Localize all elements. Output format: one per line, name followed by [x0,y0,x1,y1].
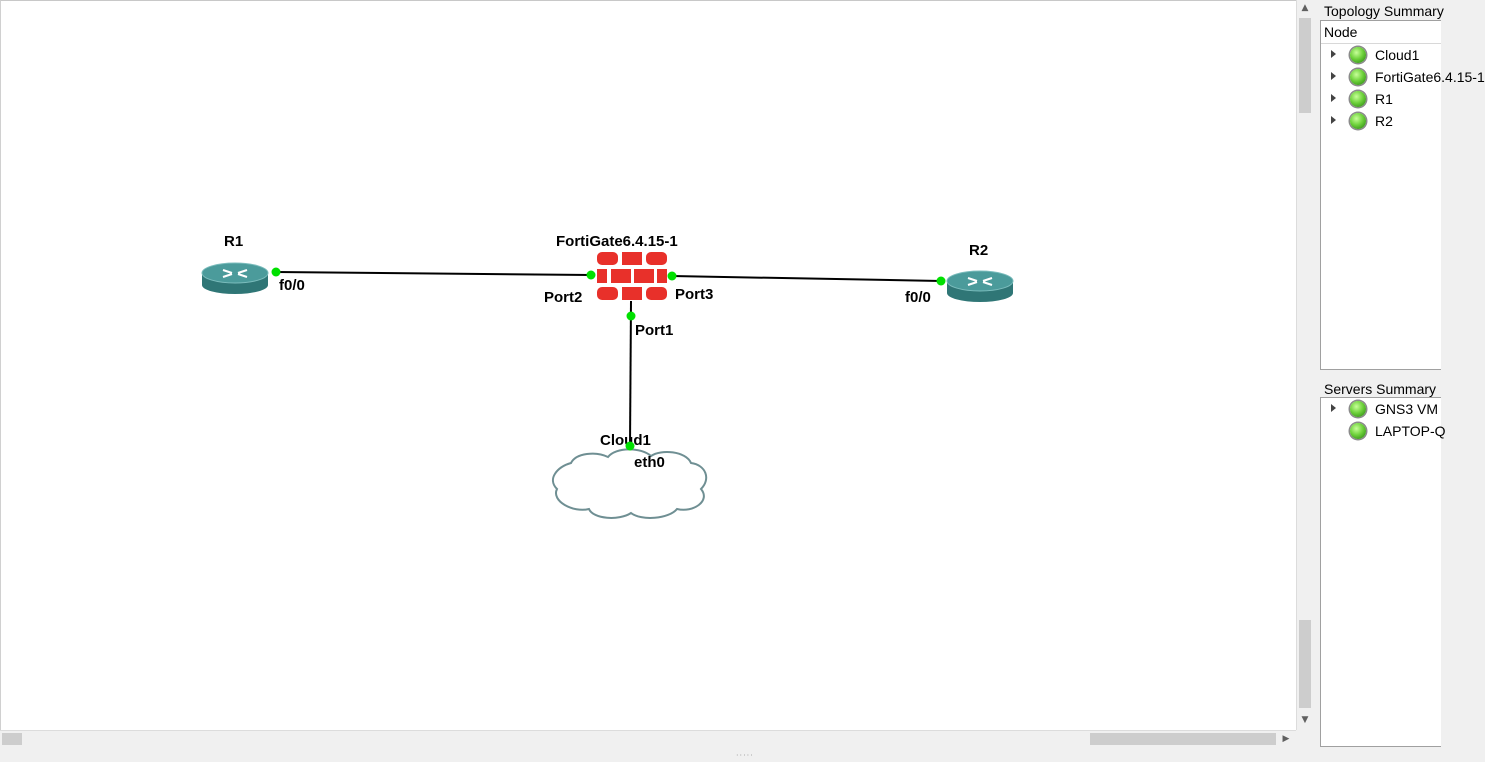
horizontal-scroll-thumb-left[interactable] [2,733,22,745]
vertical-scroll-thumb[interactable] [1299,18,1311,113]
canvas-horizontal-scrollbar[interactable]: ▶ [0,730,1296,747]
green-led-icon [1350,91,1366,107]
port-label-fg-port3: Port3 [675,286,713,303]
tree-item-fortigate[interactable]: FortiGate6.4.15-1 [1321,66,1485,88]
router-r1[interactable] [201,262,269,294]
horizontal-scroll-thumb[interactable] [1090,733,1276,745]
node-label-cloud1: Cloud1 [600,432,651,449]
port-label-r2-f00: f0/0 [905,289,931,306]
firewall-fortigate[interactable] [597,252,667,300]
link-fortigate-r2[interactable] [671,275,942,282]
servers-summary-title: Servers Summary [1324,381,1437,397]
green-led-icon [1350,401,1366,417]
tree-item-label: GNS3 VM [1375,401,1439,417]
tree-item-gns3-vm[interactable]: GNS3 VM [1321,398,1441,420]
link-r1-fortigate[interactable] [275,271,592,276]
tree-item-r1[interactable]: R1 [1321,88,1441,110]
topology-canvas[interactable]: R1 FortiGate6.4.15-1 [0,0,1296,730]
router-r2[interactable] [946,270,1014,302]
splitter-grip-icon: ····· [736,751,754,760]
port-status-dot [271,267,281,277]
link-fortigate-cloud1[interactable] [629,300,632,447]
tree-item-laptop[interactable]: LAPTOP-Q [1321,420,1446,442]
canvas-vertical-scrollbar[interactable]: ▲ ▼ [1296,0,1312,730]
vertical-scroll-thumb-lower[interactable] [1299,620,1311,708]
router-arrows-icon [967,277,993,286]
port-status-dot [936,276,946,286]
green-led-icon [1350,423,1366,439]
tree-item-label: R1 [1375,91,1393,107]
port-status-dot [626,311,636,321]
tree-item-label: Cloud1 [1375,47,1420,63]
node-label-r2: R2 [969,242,988,259]
green-led-icon [1350,113,1366,129]
tree-item-cloud1[interactable]: Cloud1 [1321,44,1441,66]
arrow-right-icon[interactable]: ▶ [1282,734,1290,744]
triangle-right-icon[interactable] [1331,116,1336,124]
port-label-cloud-eth0: eth0 [634,454,665,471]
servers-summary-panel[interactable]: GNS3 VM LAPTOP-Q [1320,397,1446,747]
tree-item-label: FortiGate6.4.15-1 [1375,69,1485,85]
triangle-right-icon[interactable] [1331,94,1336,102]
triangle-right-icon[interactable] [1331,404,1336,412]
tree-item-r2[interactable]: R2 [1321,110,1441,132]
port-label-fg-port2: Port2 [544,289,582,306]
bottom-splitter[interactable]: ····· [0,747,1441,762]
triangle-right-icon[interactable] [1331,72,1336,80]
arrow-down-icon[interactable]: ▼ [1301,715,1309,725]
port-label-r1-f00: f0/0 [279,277,305,294]
tree-item-label: LAPTOP-Q [1375,423,1446,439]
port-label-fg-port1: Port1 [635,322,673,339]
tree-item-label: R2 [1375,113,1393,129]
green-led-icon [1350,69,1366,85]
port-status-dot [667,271,677,281]
triangle-right-icon[interactable] [1331,50,1336,58]
node-label-fortigate: FortiGate6.4.15-1 [556,233,678,250]
router-arrows-icon [222,269,248,278]
arrow-up-icon[interactable]: ▲ [1301,3,1309,13]
topology-summary-title: Topology Summary [1324,3,1444,19]
cloud-cloud1[interactable] [552,448,708,519]
green-led-icon [1350,47,1366,63]
node-label-r1: R1 [224,233,243,250]
topology-diagram[interactable]: R1 FortiGate6.4.15-1 [1,1,1297,731]
port-status-dot [625,441,635,451]
node-column-header[interactable]: Node [1321,21,1441,44]
topology-summary-panel[interactable]: Node Cloud1 FortiGate6.4.15-1 R1 R2 [1320,20,1485,370]
port-status-dot [586,270,596,280]
